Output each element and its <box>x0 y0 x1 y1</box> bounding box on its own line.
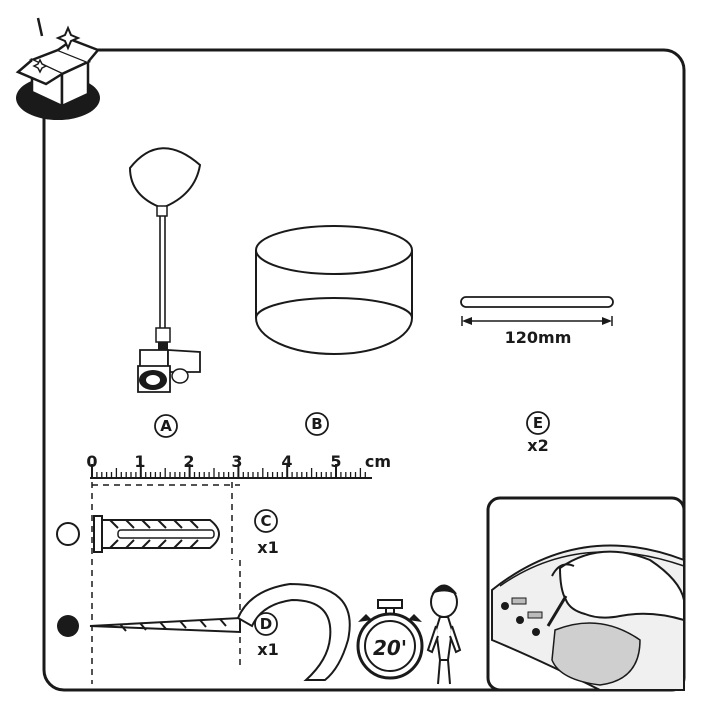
part-c-label-circle <box>254 509 278 533</box>
ruler-label-5: 5 <box>330 452 341 471</box>
part-b-letter: B <box>311 415 322 433</box>
part-e-qty: x2 <box>527 436 548 455</box>
part-d-letter: D <box>260 615 272 633</box>
part-e-length: 120mm <box>505 328 572 347</box>
part-a-pendant-illustration <box>128 147 202 393</box>
part-c-letter: C <box>260 512 271 530</box>
part-e-rod-illustration <box>460 296 614 326</box>
content-frame <box>42 48 686 692</box>
ruler-ticks <box>91 464 366 478</box>
part-b-shade-illustration <box>255 225 413 355</box>
part-a-letter: A <box>160 417 172 435</box>
part-d-qty: x1 <box>257 640 278 659</box>
part-e-label-circle <box>526 411 550 435</box>
part-c-anchor-illustration <box>93 515 220 553</box>
ruler-label-3: 3 <box>231 452 242 471</box>
part-e-letter: E <box>533 414 543 432</box>
ruler-label-0: 0 <box>86 452 97 471</box>
ruler-label-2: 2 <box>183 452 194 471</box>
wall-mount-hand-icon <box>486 496 686 692</box>
filled-circle-icon <box>57 615 79 637</box>
open-circle-icon <box>56 522 80 546</box>
unbox-icon <box>15 17 101 120</box>
ruler-label-1: 1 <box>134 452 145 471</box>
part-d-label-circle <box>254 612 278 636</box>
timer-text: 20' <box>373 636 407 660</box>
person-icon <box>426 584 462 685</box>
stopwatch-icon <box>356 599 424 680</box>
ruler-label-4: 4 <box>281 452 292 471</box>
part-d-hook-illustration <box>89 582 351 681</box>
measurement-guides <box>91 482 241 684</box>
ruler: 0 1 2 3 4 5 cm <box>86 452 391 479</box>
ruler-unit: cm <box>365 452 391 471</box>
part-b-label-circle <box>305 412 329 436</box>
part-a-label-circle <box>154 414 178 438</box>
part-c-qty: x1 <box>257 538 278 557</box>
